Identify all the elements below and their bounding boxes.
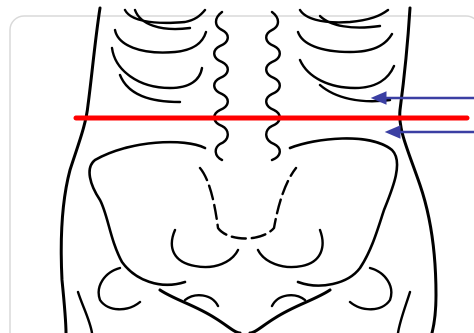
anatomy-diagram	[0, 0, 474, 333]
diagram-frame	[0, 0, 474, 333]
